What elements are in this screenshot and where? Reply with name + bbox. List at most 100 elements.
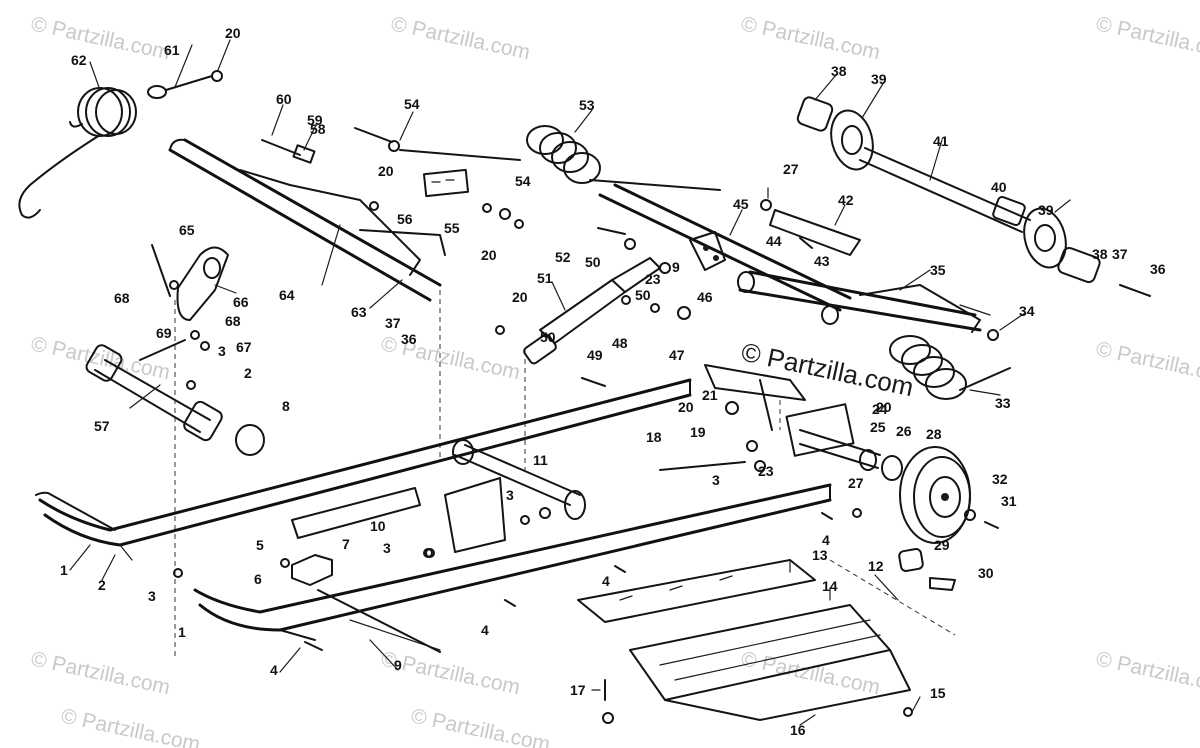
torsion-spring-left <box>18 87 137 219</box>
part-number-label: 66 <box>233 294 249 310</box>
part-number-label: 38 <box>831 63 847 79</box>
watermark-layer: © Partzilla.com © Partzilla.com © Partzill… <box>29 12 1200 748</box>
part-number-label: 17 <box>570 682 586 698</box>
part-number-label: 36 <box>401 331 417 347</box>
eye-bolt <box>147 75 213 99</box>
front-arm <box>168 138 446 302</box>
watermark: © Partzilla.com <box>379 647 522 699</box>
track-clip-strip-14 <box>629 604 911 721</box>
coil-spring-rear <box>526 125 852 312</box>
part-number-label: 32 <box>992 471 1008 487</box>
rear-axle-housing <box>659 364 903 481</box>
part-number-label: 65 <box>179 222 195 238</box>
nut <box>211 70 223 82</box>
part-number-label: 9 <box>394 657 402 673</box>
part-number-label: 36 <box>1150 261 1166 277</box>
part-number-label: 31 <box>1001 493 1017 509</box>
part-number-label: 46 <box>697 289 713 305</box>
part-number-label: 2 <box>244 365 252 381</box>
part-number-label: 63 <box>351 304 367 320</box>
front-slide-rail <box>35 378 692 561</box>
watermark: © Partzilla.com <box>29 332 172 384</box>
part-number-label: 58 <box>310 121 326 137</box>
part-number-label: 41 <box>933 133 949 149</box>
watermark: © Partzilla.com <box>739 12 882 64</box>
watermark: © Partzilla.com <box>1094 337 1200 389</box>
decal <box>422 168 470 198</box>
upper-idler-axle <box>796 96 1151 297</box>
part-number-label: 50 <box>540 329 556 345</box>
part-number-label: 4 <box>602 573 610 589</box>
part-number-label: 56 <box>397 211 413 227</box>
part-number-label: 20 <box>512 289 528 305</box>
part-number-label: 3 <box>218 343 226 359</box>
rear-slide-rail <box>193 483 832 651</box>
part-number-label: 37 <box>1112 246 1128 262</box>
part-number-label: 55 <box>444 220 460 236</box>
part-number-label: 8 <box>282 398 290 414</box>
part-number-label: 20 <box>481 247 497 263</box>
part-number-label: 34 <box>1019 303 1035 319</box>
part-number-label: 11 <box>533 452 548 468</box>
part-number-label: 47 <box>669 347 685 363</box>
assembly-guide-lines <box>174 290 956 660</box>
coil-spring-lower <box>889 329 1011 400</box>
part-number-label: 1 <box>60 562 68 578</box>
rear-cross-arm <box>689 199 982 333</box>
part-number-label: 69 <box>156 325 172 341</box>
part-number-label: 16 <box>790 722 806 738</box>
track-clip-strip-13 <box>577 559 816 623</box>
part-number-label: 26 <box>896 423 912 439</box>
watermark: © Partzilla.com <box>739 647 882 699</box>
part-number-label: 67 <box>236 339 252 355</box>
leader-lines <box>69 39 1071 726</box>
part-number-label: 20 <box>225 25 241 41</box>
front-pivot-arm <box>85 244 265 456</box>
part-number-label: 19 <box>690 424 706 440</box>
part-number-label: 57 <box>94 418 110 434</box>
part-number-label: 3 <box>506 487 514 503</box>
part-number-label: 20 <box>678 399 694 415</box>
part-number-label: 68 <box>114 290 130 306</box>
part-number-label: 30 <box>978 565 994 581</box>
part-number-label: 3 <box>712 472 720 488</box>
shock-absorber <box>495 227 691 387</box>
part-number-label: 12 <box>868 558 884 574</box>
bolts-lower <box>173 512 833 651</box>
part-number-label: 62 <box>71 52 87 68</box>
part-number-label: 50 <box>635 287 651 303</box>
part-number-label: 9 <box>672 259 680 275</box>
part-number-label: 24 <box>872 401 888 417</box>
part-number-label: 25 <box>870 419 886 435</box>
part-number-label: 49 <box>587 347 603 363</box>
part-number-label: 28 <box>926 426 942 442</box>
part-number-label: 1 <box>178 624 186 640</box>
part-number-label: 10 <box>370 518 386 534</box>
part-number-label: 51 <box>537 270 553 286</box>
bumper-block <box>280 554 441 653</box>
part-number-label: 20 <box>378 163 394 179</box>
part-number-label: 53 <box>579 97 595 113</box>
watermark: © Partzilla.com <box>409 704 552 748</box>
part-number-label: 33 <box>995 395 1011 411</box>
part-number-label: 27 <box>848 475 864 491</box>
watermark: © Partzilla.com <box>59 704 202 748</box>
part-number-label: 45 <box>733 196 749 212</box>
part-number-label: 5 <box>256 537 264 553</box>
center-crossbeam <box>291 439 586 558</box>
watermark: © Partzilla.com <box>29 647 172 699</box>
part-number-label: 54 <box>515 173 531 189</box>
part-number-label: 44 <box>766 233 782 249</box>
part-number-label: 4 <box>481 622 489 638</box>
part-number-label: 42 <box>838 192 854 208</box>
part-number-label: 61 <box>164 42 180 58</box>
part-number-label: 54 <box>404 96 420 112</box>
part-number-label: 3 <box>148 588 156 604</box>
part-number-label: 50 <box>585 254 601 270</box>
part-number-label: 23 <box>758 463 774 479</box>
part-number-label: 4 <box>822 532 830 548</box>
watermark: © Partzilla.com <box>1094 647 1200 699</box>
part-number-label: 15 <box>930 685 946 701</box>
